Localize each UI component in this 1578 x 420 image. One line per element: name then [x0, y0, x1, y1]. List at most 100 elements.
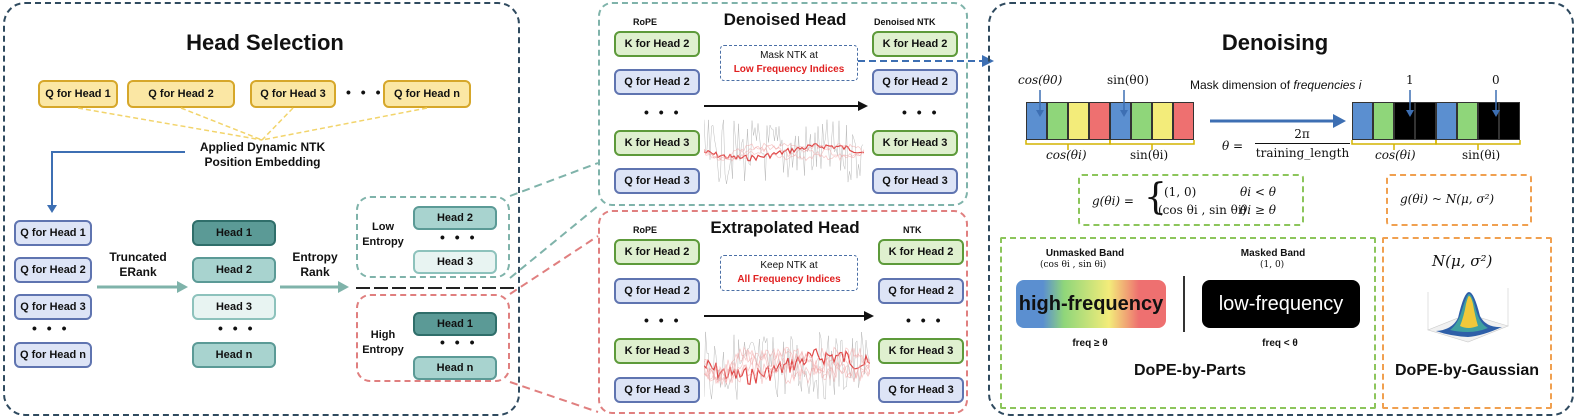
embedding-label: Applied Dynamic NTK Position Embedding	[199, 140, 326, 169]
noise-gray	[704, 119, 864, 185]
ext-left-q3: Q for Head 3	[614, 377, 700, 403]
strip-cell	[1047, 102, 1068, 140]
g-gauss: g(θi) ~ N(μ, σ²)	[1400, 192, 1495, 206]
extrapolated-note: Keep NTK at All Frequency Indices	[720, 255, 858, 291]
denoised-transform-arrow	[704, 101, 868, 111]
denoising-panel	[988, 2, 1574, 416]
g-brace: {	[1144, 177, 1167, 218]
ext-left-k2: K for Head 2	[614, 239, 700, 265]
high-frequency-band: high-frequency	[1016, 280, 1166, 328]
entropy-rank-label: Entropy Rank	[292, 250, 338, 279]
ext-right-k2: K for Head 2	[878, 239, 964, 265]
entropy-separator	[356, 287, 514, 289]
strip-cell	[1173, 102, 1194, 140]
g-case2: (cos θi , sin θi)	[1158, 203, 1247, 217]
theta-denominator: training_length	[1255, 146, 1350, 160]
noise-line	[704, 348, 870, 386]
unmasked-band-sub: (cos θi , sin θi)	[1040, 260, 1107, 270]
high-entropy-label: High Entropy	[362, 329, 404, 356]
denoised-noise-wave	[704, 119, 864, 185]
denoised-rope-label: RoPE	[633, 17, 658, 27]
ext-right-q2: Q for Head 2	[878, 278, 964, 304]
strip-cell	[1089, 102, 1110, 140]
ext-right-k3: K for Head 3	[878, 338, 964, 364]
strip-cell	[1436, 102, 1457, 140]
band-divider	[1183, 276, 1185, 332]
extrap-rope-label: RoPE	[633, 225, 658, 235]
cos0-label: cos(θ0)	[1018, 73, 1063, 87]
q-top-n: Q for Head n	[383, 80, 471, 108]
erank-label: Truncated ERank	[109, 250, 167, 279]
g-parts-lhs: g(θi) =	[1092, 194, 1134, 208]
q-left-dots: • • •	[32, 320, 70, 336]
strip-cell	[1131, 102, 1152, 140]
ext-left-q2: Q for Head 2	[614, 278, 700, 304]
low-entropy-group	[356, 196, 510, 278]
head-mid-dots: • • •	[218, 320, 256, 336]
head-mid-1: Head 1	[192, 220, 276, 246]
theta-numerator: 2π	[1294, 127, 1310, 141]
den-right-dots: • • •	[902, 104, 940, 120]
cosi-right: cos(θi)	[1375, 148, 1416, 162]
extrap-transform-arrow	[704, 311, 874, 321]
freq-lt-label: freq < θ	[1262, 338, 1298, 349]
q-top-3: Q for Head 3	[250, 80, 336, 108]
noise-line	[704, 142, 864, 161]
denoised-head-panel	[598, 2, 968, 206]
low-entropy-label: Low Entropy	[362, 221, 404, 248]
low-frequency-band: low-frequency	[1202, 280, 1360, 328]
ext-right-q3: Q for Head 3	[878, 377, 964, 403]
low-head-2: Head 2	[413, 206, 497, 230]
sin0-label: sin(θ0)	[1107, 73, 1149, 87]
gauss-formula-box	[1386, 174, 1532, 226]
denoised-to-denoising-arrow	[858, 55, 994, 67]
ext-left-dots: • • •	[644, 312, 682, 328]
noise-line	[704, 142, 864, 161]
extrap-ntk-label: NTK	[903, 225, 922, 235]
masked-band-title: Masked Band	[1240, 248, 1306, 259]
low-heads-dots: • • •	[440, 229, 478, 245]
head-selection-panel	[3, 2, 520, 416]
den-left-q2: Q for Head 2	[614, 69, 700, 95]
strip-cell	[1352, 102, 1373, 140]
theta-lhs: θ =	[1222, 139, 1244, 153]
dope-gauss-box	[1382, 237, 1552, 409]
noise-line	[704, 142, 864, 162]
cosi-left: cos(θi)	[1046, 148, 1087, 162]
q-left-2: Q for Head 2	[14, 257, 92, 283]
high-head-1: Head 1	[413, 312, 497, 336]
fan-in-lines	[47, 107, 428, 213]
dope-parts-box	[1000, 237, 1376, 409]
head-mid-3: Head 3	[192, 294, 276, 320]
mask-zero: 0	[1492, 73, 1500, 87]
noise-line	[704, 346, 870, 385]
strip-cell	[1415, 102, 1436, 140]
den-left-k2: K for Head 2	[614, 31, 700, 57]
strip-cell	[1152, 102, 1173, 140]
q-left-3: Q for Head 3	[14, 294, 92, 320]
mask-one: 1	[1406, 73, 1414, 87]
masked-band-sub: (1, 0)	[1260, 260, 1285, 270]
extrap-noise-wave	[704, 331, 870, 400]
g-case1: (1, 0)	[1164, 185, 1197, 199]
ext-left-k3: K for Head 3	[614, 338, 700, 364]
sini-left: sin(θi)	[1130, 148, 1169, 162]
denoised-note: Mask NTK at Low Frequency Indices	[720, 45, 858, 81]
head-mid-n: Head n	[192, 342, 276, 368]
den-right-q2: Q for Head 2	[872, 69, 958, 95]
q-left-n: Q for Head n	[14, 342, 92, 368]
erank-arrow	[97, 281, 188, 293]
parts-formula-box	[1078, 174, 1304, 226]
head-mid-2: Head 2	[192, 257, 276, 283]
low-head-3: Head 3	[413, 250, 497, 274]
strip-cell	[1068, 102, 1089, 140]
dope-parts-title: DoPE-by-Parts	[1133, 362, 1247, 379]
theta-fraction-bar	[1255, 143, 1350, 144]
entropy-rank-arrow	[280, 281, 349, 293]
sini-right: sin(θi)	[1462, 148, 1501, 162]
noise-line	[704, 347, 870, 386]
mask-dimension-text: Mask dimension of frequencies i	[1190, 78, 1362, 92]
freq-ge-label: freq ≥ θ	[1072, 338, 1108, 349]
high-frequency-label: high-frequency	[1018, 292, 1164, 315]
gauss-formula: N(μ, σ²)	[1432, 252, 1493, 270]
